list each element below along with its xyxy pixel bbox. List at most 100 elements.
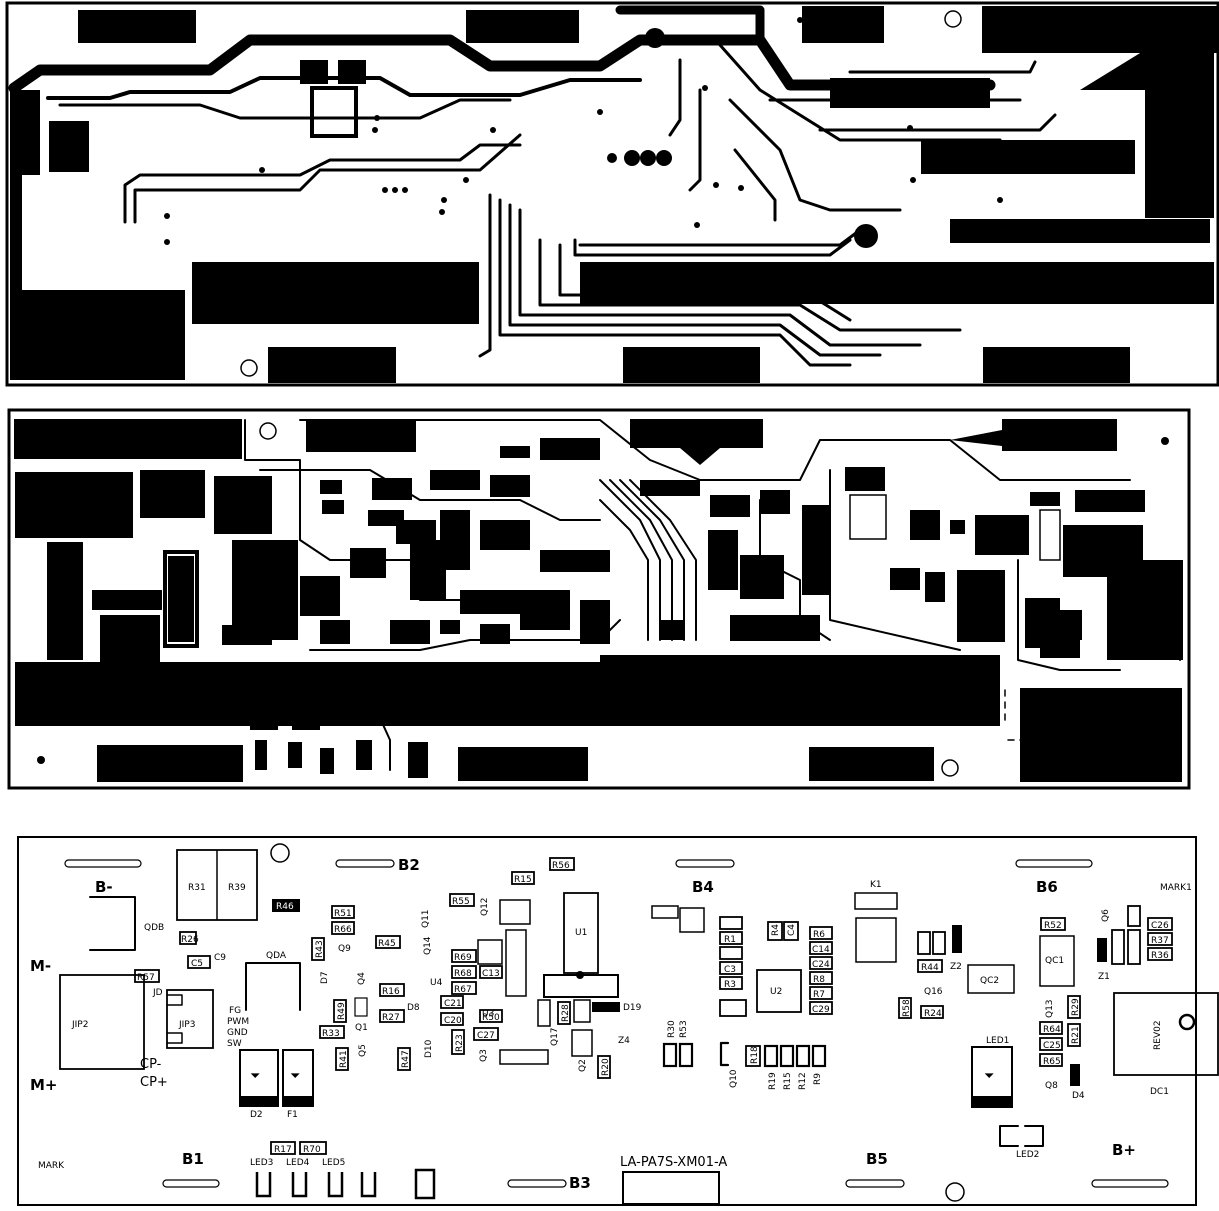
- part-c14: C14: [812, 945, 830, 955]
- part-q9: Q9: [338, 944, 351, 954]
- sw-label: SW: [227, 1039, 242, 1049]
- part-u4: U4: [430, 978, 443, 988]
- terminal-b3: B3: [569, 1174, 591, 1192]
- part-r67: R67: [454, 985, 472, 995]
- part-q11: Q11: [421, 909, 431, 928]
- led1-label: LED3: [250, 1158, 273, 1168]
- part-r8: R8: [813, 975, 825, 985]
- part-r3: R3: [724, 980, 736, 990]
- part-r18: R18: [750, 1046, 760, 1064]
- part-z1: Z1: [1098, 972, 1110, 982]
- small-parts-group: R46 R51 R66 R55 R15 R56 R57 R26 C5 C9 Q9…: [134, 857, 1173, 1155]
- part-d19: D19: [623, 1003, 642, 1013]
- pwm-label: PWM: [227, 1017, 249, 1027]
- part-q14: Q14: [423, 936, 433, 955]
- part-r1: R1: [724, 935, 736, 945]
- part-c5: C5: [191, 959, 203, 969]
- d2-label: LED1: [986, 1036, 1009, 1046]
- jd-label: JD: [152, 988, 163, 998]
- part-r21: R21: [1071, 1026, 1081, 1044]
- jip3-label: JIP3: [178, 1020, 195, 1030]
- r39-label: R39: [228, 883, 246, 893]
- part-r65: R65: [1043, 1057, 1061, 1067]
- gnd-label: GND: [227, 1028, 248, 1038]
- board-id-label: LA-PA7S-XM01-A: [620, 1155, 727, 1170]
- part-q2: Q2: [578, 1059, 588, 1072]
- part-d7: D7: [320, 971, 330, 984]
- part-r9: R9: [813, 1073, 823, 1085]
- dc1-label: DC1: [1150, 1087, 1169, 1097]
- fg-label: FG: [229, 1006, 241, 1016]
- part-c24: C24: [812, 960, 830, 970]
- mark1-label: MARK1: [1160, 883, 1192, 893]
- svg-text:⏷: ⏷: [250, 1069, 260, 1084]
- k1-label: K1: [870, 880, 882, 890]
- top-copper-panel: [7, 408, 1191, 790]
- part-r26: R26: [181, 935, 199, 945]
- part-c13: C13: [482, 969, 500, 979]
- part-c9: C9: [214, 953, 226, 963]
- part-q6: Q6: [1101, 909, 1111, 922]
- part-r29: R29: [1071, 998, 1081, 1016]
- qda-label: QDA: [266, 951, 287, 961]
- part-r45: R45: [378, 939, 396, 949]
- part-r16: R16: [382, 987, 400, 997]
- part-r17: R17: [274, 1145, 292, 1155]
- part-d4: D4: [1072, 1091, 1085, 1101]
- part-r24: R24: [924, 1009, 942, 1019]
- part-r4: R4: [771, 924, 781, 936]
- part-q3: Q3: [479, 1049, 489, 1062]
- part-r69: R69: [454, 953, 472, 963]
- part-r27: R27: [382, 1013, 400, 1023]
- part-r12: R12: [798, 1072, 808, 1090]
- part-c27: C27: [477, 1031, 495, 1041]
- part-r70: R70: [303, 1145, 321, 1155]
- f1-label: LED2: [1016, 1150, 1039, 1160]
- part-c25: C25: [1043, 1041, 1061, 1051]
- part-z4: Z4: [618, 1036, 630, 1046]
- part-q10: Q10: [729, 1069, 739, 1088]
- r31-label: R31: [188, 883, 206, 893]
- part-c29: C29: [812, 1005, 830, 1015]
- part-c3: C3: [724, 965, 736, 975]
- part-r68: R68: [454, 969, 472, 979]
- part-q17: Q17: [550, 1027, 560, 1046]
- jip2-label: JIP2: [71, 1020, 88, 1030]
- part-q5: Q5: [358, 1044, 368, 1057]
- terminal-b5: B5: [866, 1150, 888, 1168]
- mark-label: MARK: [38, 1161, 65, 1171]
- d1-label: D2: [250, 1110, 263, 1120]
- terminal-b1: B1: [182, 1150, 204, 1168]
- part-d8: D8: [407, 1003, 420, 1013]
- part-r44: R44: [921, 963, 939, 973]
- part-c26: C26: [1151, 921, 1169, 931]
- rev02-label: REV02: [1153, 1020, 1163, 1050]
- part-q8: Q8: [1045, 1081, 1058, 1091]
- part-r28: R28: [561, 1004, 571, 1022]
- part-q4: Q4: [357, 972, 367, 985]
- part-r30: R30: [667, 1020, 677, 1038]
- part-r53: R53: [679, 1020, 689, 1038]
- part-q12: Q12: [480, 897, 490, 916]
- part-r50: R50: [482, 1013, 500, 1023]
- part-r58: R58: [902, 999, 912, 1017]
- part-r66: R66: [334, 925, 352, 935]
- part-r52: R52: [1044, 921, 1062, 931]
- terminal-b-plus: B+: [1112, 1141, 1136, 1159]
- part-c4: C4: [787, 924, 797, 936]
- terminal-b-minus: B-: [95, 878, 113, 896]
- part-r15b: R15: [783, 1072, 793, 1090]
- terminal-m-plus: M+: [30, 1076, 58, 1094]
- led3-label: LED5: [322, 1158, 345, 1168]
- u1-label: U1: [575, 928, 587, 938]
- part-r55: R55: [452, 897, 470, 907]
- svg-text:⏷: ⏷: [984, 1069, 994, 1084]
- part-r37: R37: [1151, 936, 1169, 946]
- part-r15: R15: [514, 875, 532, 885]
- part-r23: R23: [455, 1034, 465, 1052]
- part-r6: R6: [813, 930, 825, 940]
- part-q13: Q13: [1045, 999, 1055, 1018]
- part-r46: R46: [276, 902, 294, 912]
- svg-text:⏷: ⏷: [290, 1069, 300, 1084]
